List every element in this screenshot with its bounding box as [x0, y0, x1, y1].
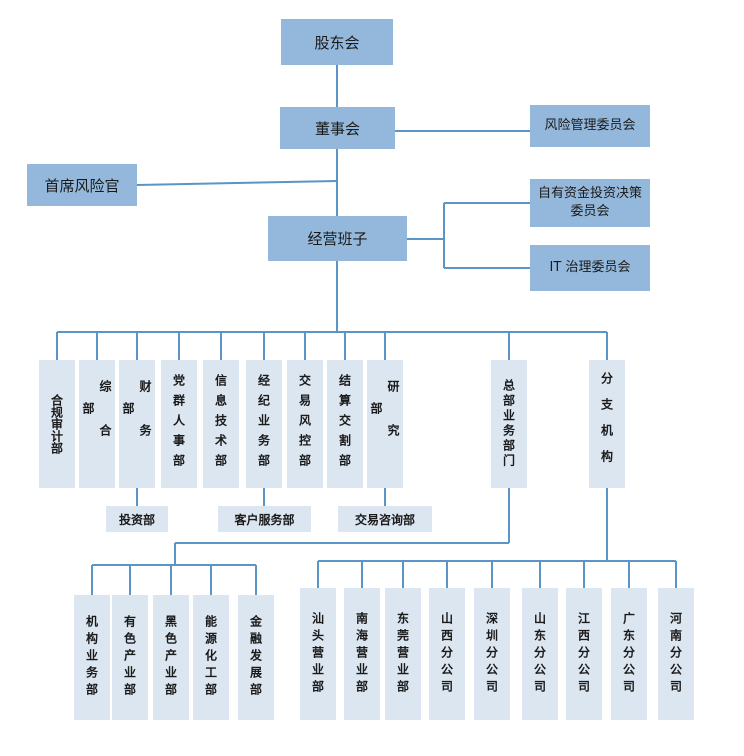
trading-consult-box: 交易咨询部 — [338, 506, 432, 532]
trading-consult-label: 交易咨询部 — [354, 512, 415, 527]
branch-box: 山西分公司 — [429, 588, 465, 720]
board-label: 董事会 — [314, 119, 360, 138]
branch-label: 河南分公司 — [668, 611, 683, 697]
management-node: 经营班子 — [268, 216, 407, 261]
department-box: 党群人事部 — [161, 360, 197, 488]
department-label: 综合部 — [81, 380, 112, 468]
department-label: 总部业务部门 — [501, 379, 516, 469]
branch-label: 深圳分公司 — [484, 611, 499, 697]
branch-label: 山东分公司 — [532, 611, 547, 697]
hq-business-dept-box: 机构业务部 — [74, 595, 110, 720]
investment-dept-box: 投资部 — [106, 506, 168, 532]
customer-service-box: 客户服务部 — [218, 506, 311, 532]
department-box: 交易风控部 — [287, 360, 323, 488]
branch-label: 广东分公司 — [621, 611, 636, 697]
branch-box: 江西分公司 — [566, 588, 602, 720]
hq-business-dept-label: 机构业务部 — [84, 615, 99, 700]
department-box: 结算交割部 — [327, 360, 363, 488]
department-box: 经纪业务部 — [246, 360, 282, 488]
branch-label: 南海营业部 — [354, 611, 369, 697]
department-label: 财务部 — [121, 380, 152, 468]
hq-business-dept-box: 能源化工部 — [193, 595, 229, 720]
hq-business-dept-label: 黑色产业部 — [163, 615, 178, 700]
management-label: 经营班子 — [307, 230, 368, 248]
shareholders-label: 股东会 — [314, 33, 360, 52]
branch-label: 汕头营业部 — [310, 611, 325, 697]
department-label: 信息技术部 — [213, 374, 228, 474]
investment-dept-label: 投资部 — [118, 512, 155, 527]
department-label: 合规审计部 — [49, 394, 64, 454]
department-box: 合规审计部 — [39, 360, 75, 488]
fund-committee-label: 自有资金投资决策委员会 — [537, 186, 642, 219]
customer-service-label: 客户服务部 — [234, 512, 295, 527]
department-box: 财务部 — [119, 360, 155, 488]
department-label: 交易风控部 — [297, 374, 312, 474]
branch-box: 东莞营业部 — [385, 588, 421, 720]
board-node: 董事会 — [280, 107, 395, 149]
department-label: 分支机构 — [599, 372, 614, 476]
it-committee-label: IT 治理委员会 — [549, 260, 631, 275]
department-label: 经纪业务部 — [256, 374, 271, 474]
department-label: 党群人事部 — [171, 374, 186, 474]
department-label: 结算交割部 — [337, 374, 352, 474]
department-label: 研究部 — [369, 380, 400, 468]
hq-business-dept-box: 金融发展部 — [238, 595, 274, 720]
hq-business-dept-box: 黑色产业部 — [153, 595, 189, 720]
hq-business-dept-box: 有色产业部 — [112, 595, 148, 720]
hq-business-dept-label: 金融发展部 — [248, 615, 263, 700]
branch-box: 南海营业部 — [344, 588, 380, 720]
cro-node: 首席风险官 — [27, 164, 137, 206]
hq-business-dept-label: 能源化工部 — [203, 615, 218, 700]
it-committee-node: IT 治理委员会 — [530, 245, 650, 291]
shareholders-node: 股东会 — [281, 19, 393, 65]
branch-box: 山东分公司 — [522, 588, 558, 720]
risk-committee-label: 风险管理委员会 — [544, 118, 636, 133]
department-box: 综合部 — [79, 360, 115, 488]
hq-business-box: 总部业务部门 — [491, 360, 527, 488]
branch-box: 深圳分公司 — [474, 588, 510, 720]
risk-committee-node: 风险管理委员会 — [530, 105, 650, 147]
branch-label: 江西分公司 — [576, 611, 591, 697]
fund-committee-node: 自有资金投资决策委员会 — [530, 179, 650, 227]
branch-label: 东莞营业部 — [395, 611, 410, 697]
branch-box: 汕头营业部 — [300, 588, 336, 720]
department-box: 信息技术部 — [203, 360, 239, 488]
cro-label: 首席风险官 — [44, 176, 120, 195]
branch-label: 山西分公司 — [439, 611, 454, 697]
branch-box: 河南分公司 — [658, 588, 694, 720]
department-box: 研究部 — [367, 360, 403, 488]
branches-box: 分支机构 — [589, 360, 625, 488]
hq-business-dept-label: 有色产业部 — [122, 615, 137, 700]
branch-box: 广东分公司 — [611, 588, 647, 720]
